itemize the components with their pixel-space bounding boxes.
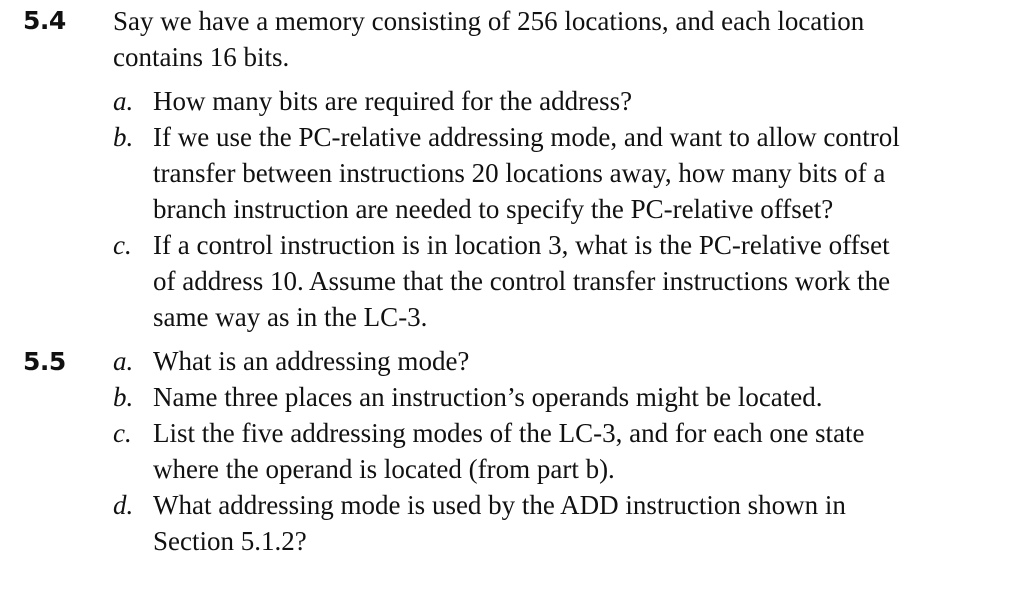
part-marker-a: a. [113, 86, 134, 116]
part-marker-b: b. [113, 122, 134, 152]
problem-5-4-intro-line-2: contains 16 bits. [113, 42, 290, 72]
problem-number-5-5: 5.5 [23, 347, 66, 376]
problem-number-5-4: 5.4 [23, 6, 66, 35]
problem-5-4-intro-line-1: Say we have a memory consisting of 256 l… [113, 6, 865, 36]
part-marker-c: c. [113, 230, 132, 260]
problem-5-4-part-c-line-1: If a control instruction is in location … [153, 230, 890, 260]
part-marker-b: b. [113, 382, 134, 412]
problem-5-4-part-c-line-3: same way as in the LC-3. [153, 302, 428, 332]
problem-5-4-part-b-line-3: branch instruction are needed to specify… [153, 194, 834, 224]
problem-5-5-part-c-line-1: List the five addressing modes of the LC… [153, 418, 865, 448]
problem-5-4-part-b-line-2: transfer between instructions 20 locatio… [153, 158, 886, 188]
problem-5-5-part-d-line-1: What addressing mode is used by the ADD … [153, 490, 846, 520]
part-marker-d: d. [113, 490, 134, 520]
part-marker-a: a. [113, 346, 134, 376]
part-marker-c: c. [113, 418, 132, 448]
problem-5-4-part-b-line-1: If we use the PC-relative addressing mod… [153, 122, 900, 152]
problem-5-5-part-b-line-1: Name three places an instruction’s opera… [153, 382, 823, 412]
problem-5-5-part-c-line-2: where the operand is located (from part … [153, 454, 615, 484]
problem-5-4-part-a-line-1: How many bits are required for the addre… [153, 86, 633, 116]
problem-5-5-part-a-line-1: What is an addressing mode? [153, 346, 470, 376]
problem-5-4-part-c-line-2: of address 10. Assume that the control t… [153, 266, 891, 296]
problem-5-5-part-d-line-2: Section 5.1.2? [153, 526, 307, 556]
